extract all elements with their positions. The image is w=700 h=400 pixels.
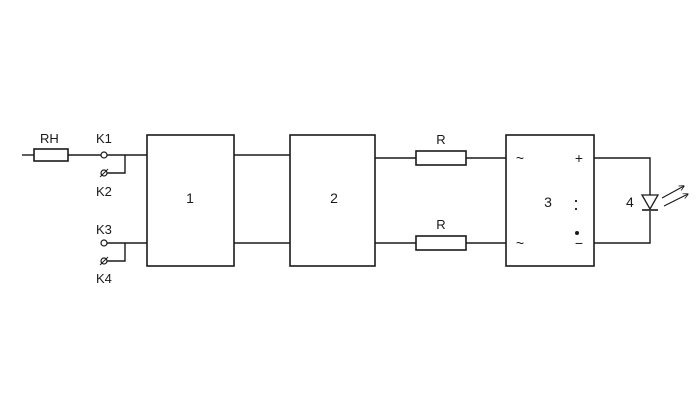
block-3-label: 3 [544,194,552,210]
resistor-rh: RH [33,131,69,162]
wire-minus-to-led [594,211,651,244]
contact-k1-label: K1 [96,131,112,146]
resistor-rh-label: RH [40,131,59,146]
resistor-r-top-label: R [436,132,445,147]
contact-k2-label: K2 [96,184,112,199]
resistor-r-bottom-label: R [436,217,445,232]
contact-k1: K1 [96,131,147,159]
block-3: 3 ~ ~ + − [505,134,595,267]
minus-terminal: − [575,235,583,251]
plus-terminal: + [575,150,583,166]
contact-k2: K2 [96,155,126,199]
block-2-label: 2 [330,190,338,206]
block-2: 2 [289,134,376,267]
ac-top-terminal: ~ [516,150,524,166]
block-1: 1 [146,134,235,267]
contact-k4: K4 [96,243,126,286]
resistor-r-top: R [415,132,467,166]
ac-bottom-terminal: ~ [516,235,524,251]
contact-k3: K3 [96,222,147,247]
contact-k3-label: K3 [96,222,112,237]
light-arrow-1 [661,186,684,199]
block-1-label: 1 [186,190,194,206]
led-4: 4 [626,186,688,211]
resistor-r-bottom: R [415,217,467,251]
led-4-label: 4 [626,194,634,210]
contact-k4-label: K4 [96,271,112,286]
light-arrow-2 [663,194,688,207]
wire-plus-to-led [594,157,651,195]
